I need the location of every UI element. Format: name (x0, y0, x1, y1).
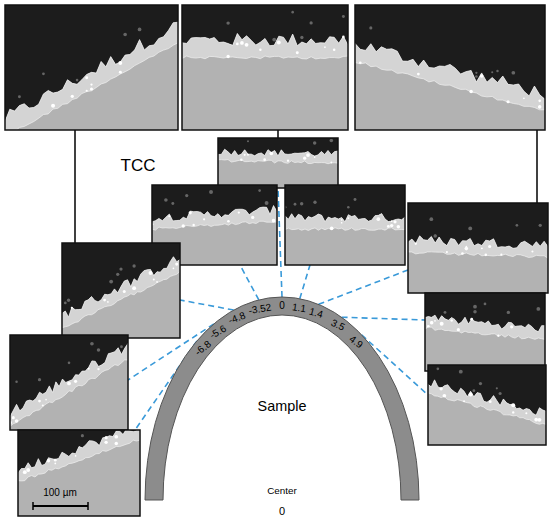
position-leader (342, 317, 425, 320)
scale-label: 100 µm (41, 487, 79, 499)
micrograph (8, 333, 130, 430)
position-value: 1.1 (291, 301, 306, 314)
position-leader (180, 300, 234, 310)
leader-line (277, 130, 279, 138)
position-leader (278, 188, 282, 297)
position-leader (319, 270, 408, 304)
region-label: TCC (121, 156, 156, 176)
micrograph (426, 363, 548, 445)
micrograph (283, 183, 407, 265)
micrograph (180, 3, 350, 130)
micrograph (423, 291, 547, 371)
micrograph (216, 136, 340, 188)
sample-section: SampleCenter (145, 297, 419, 503)
micrograph (406, 201, 550, 293)
micrograph (353, 3, 547, 130)
micrograph (60, 241, 182, 338)
position-value: 0 (279, 300, 285, 312)
center-value: 0 (279, 505, 285, 518)
micrograph (3, 3, 180, 137)
center-label: Center (145, 485, 419, 496)
micrograph (16, 426, 142, 516)
position-leader (300, 265, 310, 299)
scale-bar (33, 502, 88, 510)
sample-label: Sample (145, 398, 419, 415)
position-leader (240, 265, 259, 300)
